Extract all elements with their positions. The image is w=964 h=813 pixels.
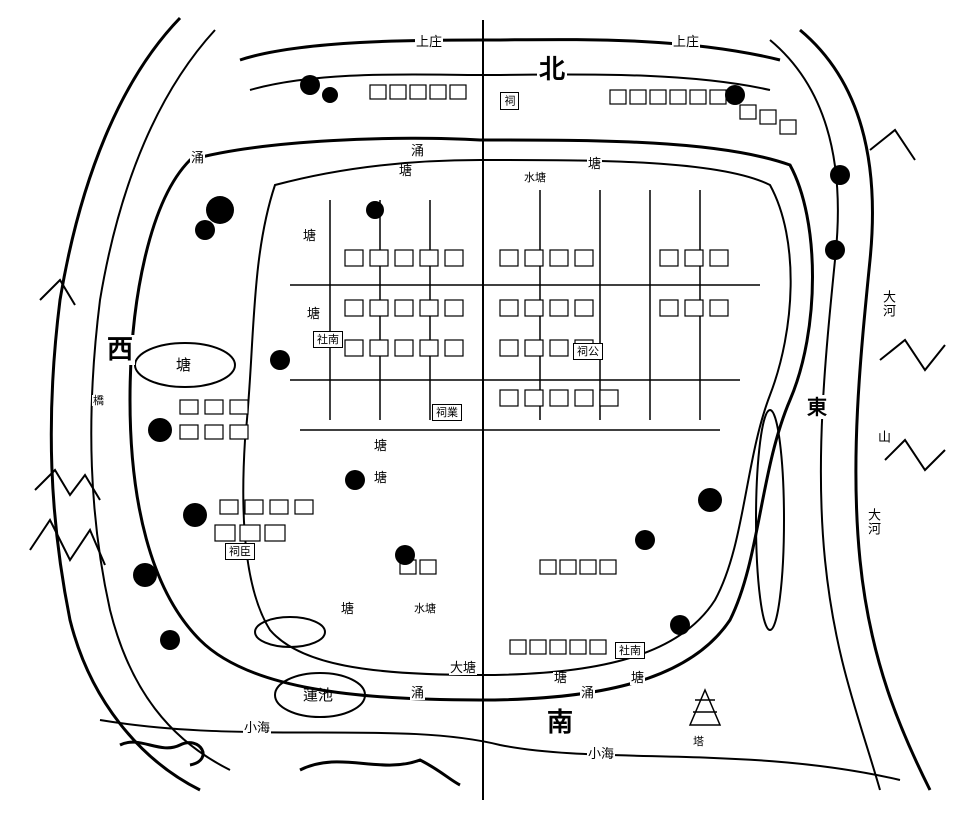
mountains-left [29, 278, 106, 566]
north-canal-inner [249, 73, 771, 91]
river-bank-right-outer [799, 28, 932, 791]
pagoda-shape [688, 688, 722, 726]
pond-label-nw: 塘 [302, 229, 318, 244]
water-pond-label-n: 水塘 [523, 171, 547, 184]
ancestral-hall-label: 祠 [500, 92, 519, 110]
ci-ye-label: 祠業 [432, 404, 462, 421]
yong-label-4: 涌 [580, 686, 596, 701]
pond-label-s3: 塘 [630, 671, 646, 686]
sea-shore [99, 719, 901, 781]
yong-label-2: 涌 [410, 144, 426, 159]
hill-label: 山 [875, 430, 890, 444]
pond-label-w2: 塘 [306, 307, 322, 322]
north-canal-label-right: 上庄 [672, 35, 701, 50]
tower-label: 塔 [692, 735, 705, 748]
pond-label-n2: 塘 [587, 157, 603, 172]
houses-core [344, 249, 729, 407]
mountains-right [869, 128, 946, 472]
yong-label-1: 涌 [190, 151, 206, 166]
river-bank-left-inner [90, 29, 231, 771]
ci-chen-label: 祠臣 [225, 543, 255, 560]
big-river-label-2: 大河 [865, 508, 880, 536]
wave-scroll [119, 740, 205, 767]
houses-north [369, 84, 797, 135]
water-pond-label-s: 水塘 [413, 602, 437, 615]
yong-label-3: 涌 [410, 686, 426, 701]
east-label: 東 [805, 395, 829, 419]
pond-label-c1: 塘 [373, 439, 389, 454]
lotus-pond-shape [274, 672, 366, 718]
pond-label-s1: 塘 [340, 602, 356, 617]
rocks-bottom [299, 758, 461, 787]
pond-label-s2: 塘 [553, 671, 569, 686]
south-label: 南 [545, 708, 576, 738]
pond-label-c2: 塘 [373, 471, 389, 486]
river-bank-left-outer [49, 16, 201, 792]
little-sea-label-left: 小海 [243, 721, 272, 736]
north-label: 北 [537, 55, 568, 85]
she-nan-label-s: 社南 [615, 642, 645, 659]
bridge-label: 橋 [92, 394, 105, 407]
pond-east-long [755, 409, 785, 631]
north-canal-label-left: 上庄 [415, 35, 444, 50]
pond-west [134, 342, 236, 388]
houses-west [179, 399, 314, 542]
pond-label-west: 塘 [176, 356, 192, 374]
inner-moat-outer [128, 136, 814, 702]
inner-moat-inner [242, 158, 792, 677]
west-label: 西 [105, 335, 136, 365]
pond-sw-rock [254, 616, 326, 648]
little-sea-label-right: 小海 [587, 747, 616, 762]
big-river-label-1: 大河 [880, 290, 895, 318]
pond-label-n1: 塘 [398, 164, 414, 179]
lotus-pond-label: 蓮池 [303, 686, 334, 704]
she-nan-label-w: 社南 [313, 331, 343, 348]
trees [133, 75, 850, 650]
big-pond-label: 大塘 [449, 661, 478, 676]
ci-gong-label: 祠公 [573, 343, 603, 360]
